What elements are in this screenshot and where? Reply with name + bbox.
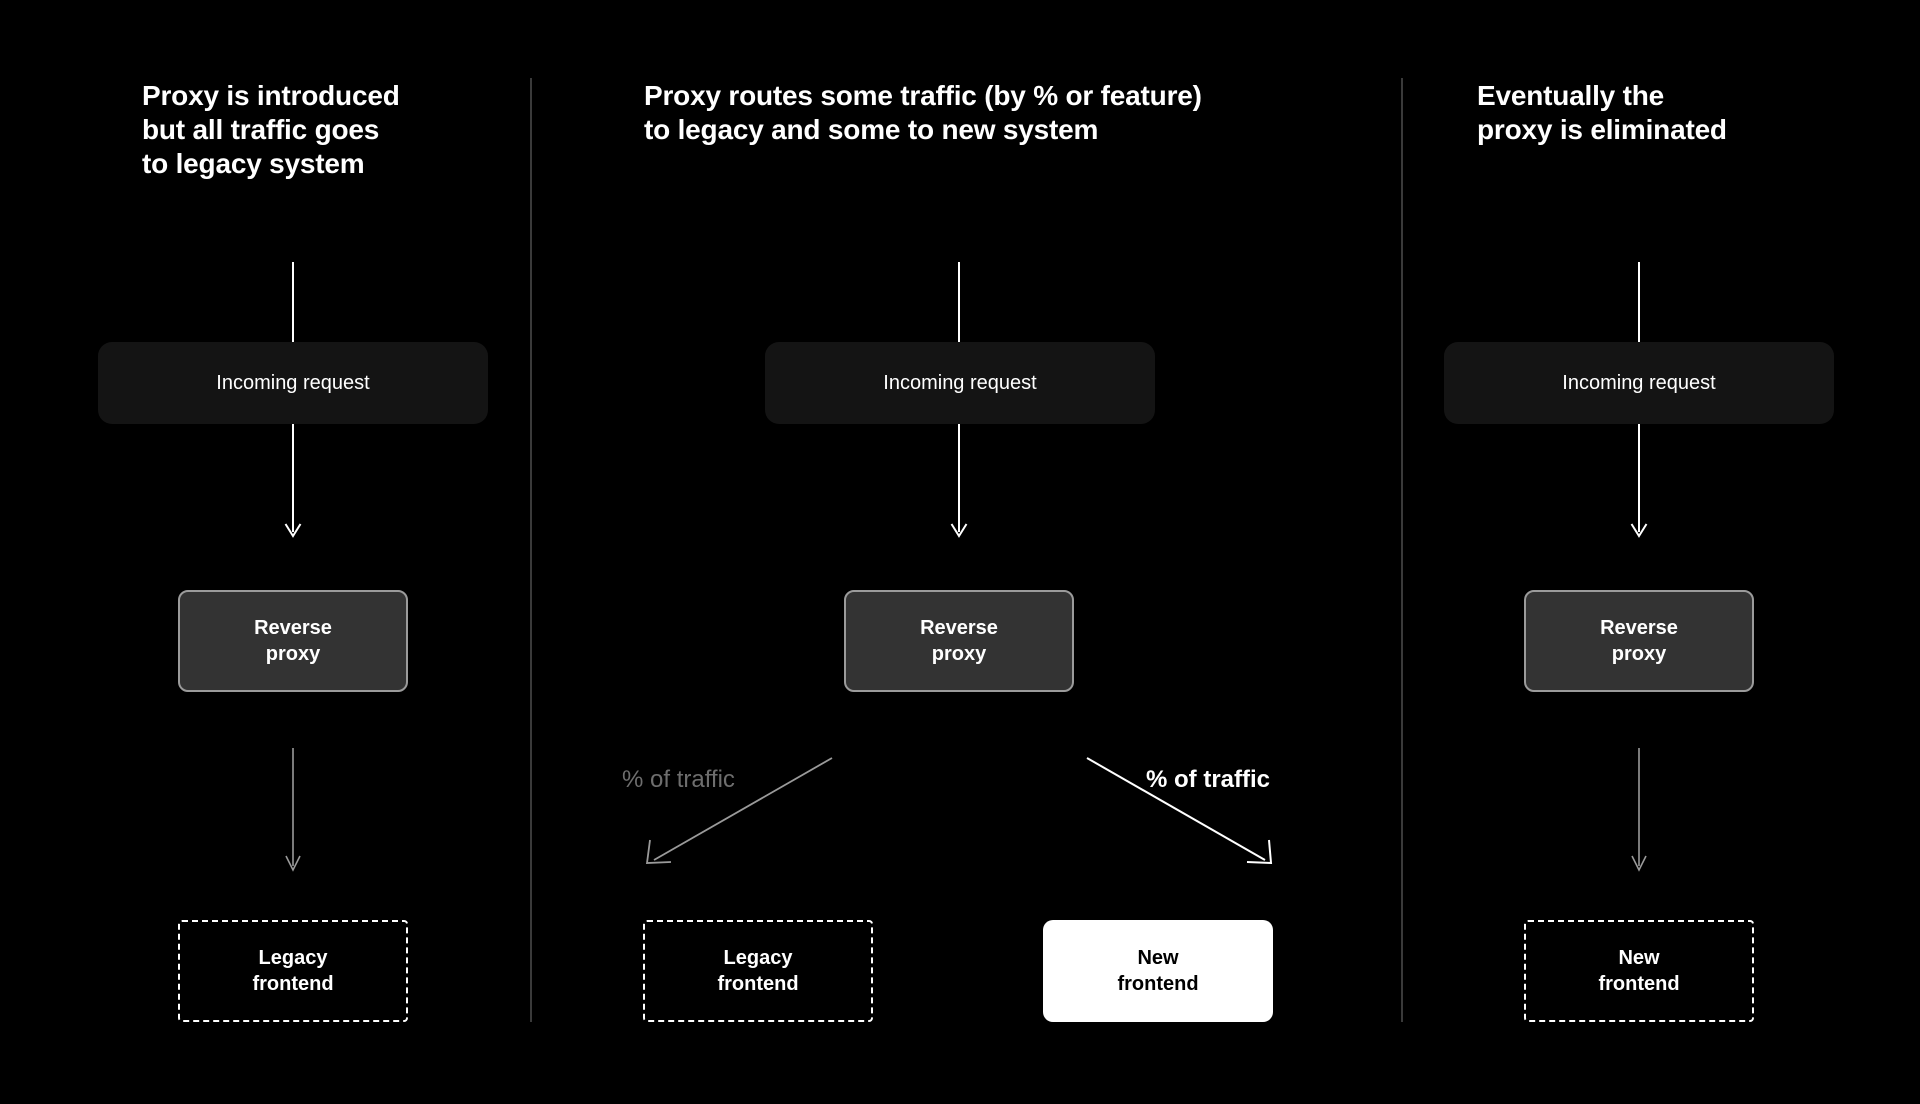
stage-1-legacy-frontend-box: Legacy frontend [178,920,408,1022]
stage-2-legacy-frontend-label: Legacy frontend [717,947,799,995]
stage-2-reverse-proxy-label: Reverse proxy [920,617,998,665]
column-divider-1 [530,78,532,1022]
stage-3-new-frontend-box: New frontend [1524,920,1754,1022]
stage-2-new-frontend-label: New frontend [1117,947,1199,995]
stage-2-new-frontend-box: New frontend [1043,920,1273,1022]
stage-3-top-stub [1638,262,1640,342]
stage-3-incoming-request-box: Incoming request [1444,342,1834,424]
stage-1-heading: Proxy is introduced but all traffic goes… [142,80,400,180]
stage-1-top-stub [292,262,294,342]
stage-1-arrow-proxy-to-legacy [285,748,301,872]
stage-1-reverse-proxy-box: Reverse proxy [178,590,408,692]
stage-2-reverse-proxy-box: Reverse proxy [844,590,1074,692]
stage-3-reverse-proxy-box: Reverse proxy [1524,590,1754,692]
stage-2-legacy-frontend-box: Legacy frontend [643,920,873,1022]
stage-1-reverse-proxy-label: Reverse proxy [254,617,332,665]
stage-1-incoming-request-label: Incoming request [216,371,370,394]
stage-3-heading: Eventually the proxy is eliminated [1477,80,1727,146]
stage-2-arrow-proxy-to-new [1086,757,1273,865]
stage-3-arrow-proxy-to-new [1631,748,1647,872]
stage-3-arrow-incoming-to-proxy [1630,424,1648,538]
stage-1-arrow-incoming-to-proxy [284,424,302,538]
stage-2-arrow-proxy-to-legacy [645,757,833,864]
stage-column-2: Proxy routes some traffic (by % or featu… [532,0,1401,1104]
stage-column-1: Proxy is introduced but all traffic goes… [0,0,530,1104]
stage-2-incoming-request-box: Incoming request [765,342,1155,424]
stage-3-new-frontend-label: New frontend [1598,947,1680,995]
stage-1-legacy-frontend-label: Legacy frontend [252,947,334,995]
stage-2-arrow-incoming-to-proxy [950,424,968,538]
stage-3-incoming-request-label: Incoming request [1562,371,1716,394]
stage-2-traffic-label-right: % of traffic [1146,766,1271,793]
stage-2-top-stub [958,262,960,342]
stage-2-heading: Proxy routes some traffic (by % or featu… [644,80,1202,146]
stage-3-reverse-proxy-label: Reverse proxy [1600,617,1678,665]
column-divider-2 [1401,78,1403,1022]
stage-2-incoming-request-label: Incoming request [883,371,1037,394]
stage-column-3: Eventually the proxy is eliminated Incom… [1403,0,1920,1104]
stage-1-incoming-request-box: Incoming request [98,342,488,424]
stage-2-traffic-label-left: % of traffic [622,766,735,793]
